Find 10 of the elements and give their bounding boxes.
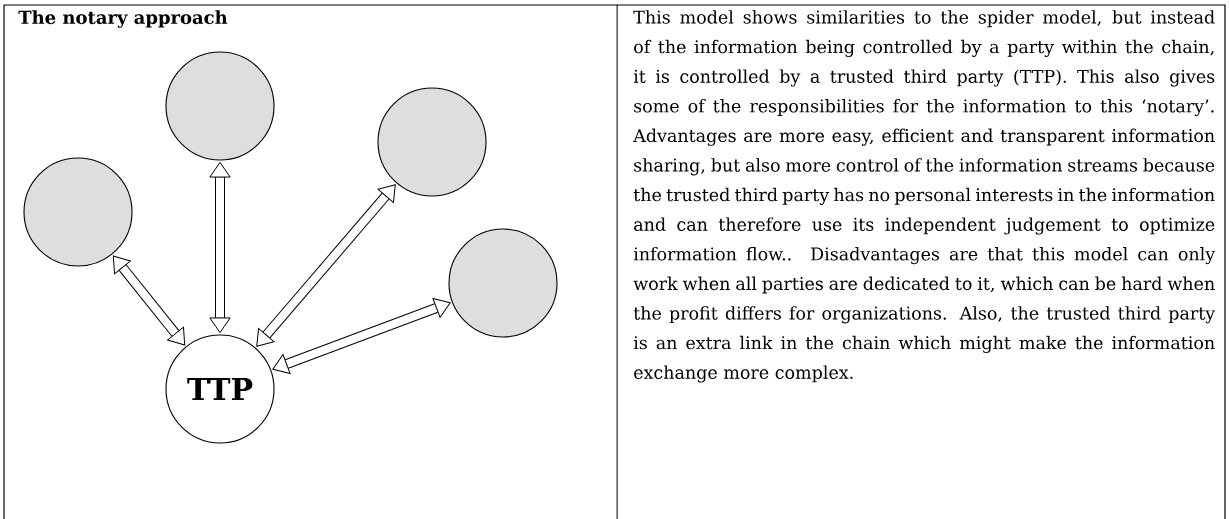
double-arrow: [256, 184, 396, 347]
party-circle: [165, 51, 275, 161]
party-circle: [23, 157, 133, 267]
party-circle: [448, 228, 558, 338]
double-arrow: [209, 161, 231, 334]
paragraph: This model shows similarities to the spider model, but instead of the information being controlled by a party within the chain, it is controlled by a trusted third party (TTP). This also gives some of the responsibilities for the information to this ‘notary’. Advantages are more easy, efficient and transparent information sharing, but also more control of the information streams because the trusted third party has no personal interests in the information and can therefore use its independent judgement to optimize information flow.. Disadvantages are that this model can only work when all parties are dedicated to it, which can be hard when the profit differs for organizations. Also, the trusted third party is an extra link in the chain which might make the information exchange more complex.: [633, 10, 1216, 383]
double-arrow: [112, 255, 186, 346]
double-arrow: [272, 297, 451, 375]
party-circle: [377, 87, 487, 197]
heading: The notary approach: [18, 10, 228, 28]
